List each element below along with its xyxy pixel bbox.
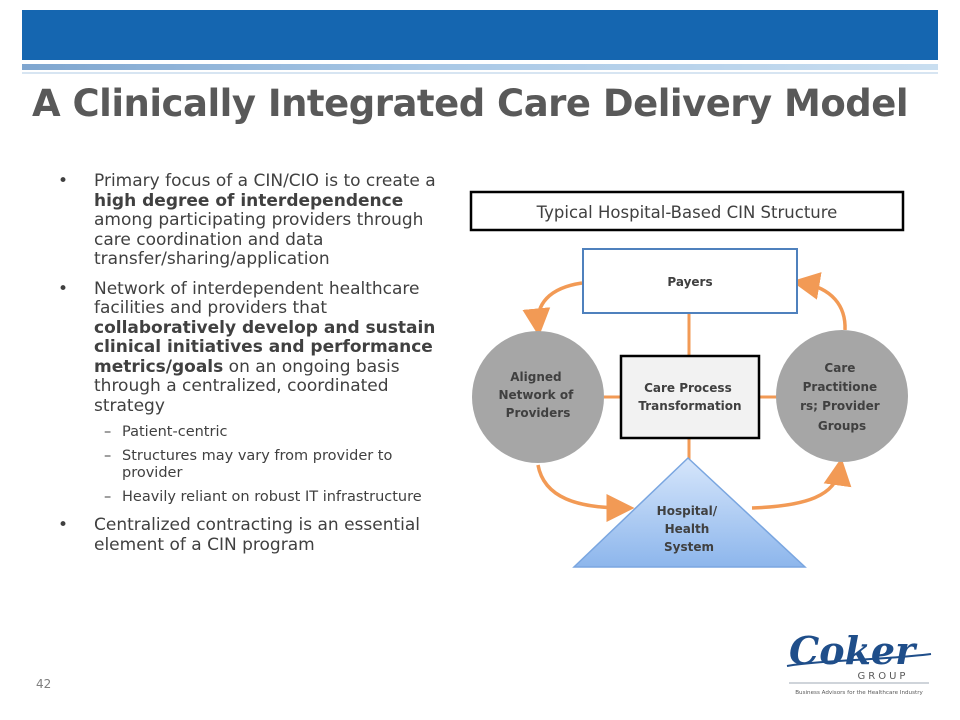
sub-bullet-item: – Heavily reliant on robust IT infrastru… [58,489,450,506]
bullet-dot: • [58,171,69,191]
aligned-network-circle [472,331,604,463]
bullet-text: Centralized contracting is an essential … [94,515,421,555]
sub-bullet-text: Heavily reliant on robust IT infrastruct… [122,489,422,505]
sub-bullet-item: – Structures may vary from provider to p… [58,448,450,482]
sub-bullet-dash: – [104,448,112,464]
arrow-right-to-payers [791,272,847,331]
bullet-list: • Primary focus of a CIN/CIO is to creat… [58,171,450,565]
care-process-box [619,354,761,440]
payers-label: Payers [667,275,712,289]
bullet-bold: collaboratively develop and sustain clin… [94,317,436,377]
logo-tagline: Business Advisors for the Healthcare Ind… [795,690,923,696]
care-process-label: Care Process Transformation [638,381,741,413]
sub-bullet-dash: – [104,424,112,440]
hospital-label: Hospital/ Health System [657,504,722,554]
diagram-header-box [469,190,905,232]
bullet-text: Network of interdependent healthcare fac… [94,278,420,318]
arrow-left-to-triangle [536,464,635,522]
care-practitioners-label: Care Practitione rs; Provider Groups [800,361,884,433]
page-number: 42 [36,677,52,691]
hospital-triangle [572,456,807,568]
coker-logo: Coker GROUP Business Advisors for the He… [786,628,932,696]
bullet-text: among participating providers through ca… [94,210,424,269]
header-stripe [22,64,938,70]
care-practitioners-circle [776,330,908,462]
header-stripe-thin [22,72,938,74]
bullet-item: • Centralized contracting is an essentia… [58,515,450,555]
slide-title: A Clinically Integrated Care Delivery Mo… [32,82,909,125]
logo-swoosh [786,653,932,667]
sub-bullet-text: Patient-centric [122,424,228,440]
bullet-text: on an ongoing basis through a centralize… [94,356,400,416]
bullet-bold: high degree of interdependence [94,190,404,211]
arrow-triangle-to-right [751,457,852,510]
logo-group: GROUP [858,671,909,682]
bullet-item: • Network of interdependent healthcare f… [58,278,450,417]
logo-wordmark: Coker [789,628,918,673]
arrow-payers-to-left [522,281,583,337]
payers-box [582,248,798,314]
bullet-item: • Primary focus of a CIN/CIO is to creat… [58,171,450,270]
sub-bullet-dash: – [104,489,112,505]
bullet-text: Primary focus of a CIN/CIO is to create … [94,171,436,191]
bullet-dot: • [58,278,69,299]
bullet-dot: • [58,515,69,535]
aligned-network-label: Aligned Network of Providers [499,370,578,420]
sub-bullet-item: – Patient-centric [58,424,450,441]
sub-bullet-text: Structures may vary from provider to pro… [122,448,393,481]
diagram-header-label: Typical Hospital-Based CIN Structure [536,203,838,222]
header-bar [22,10,938,60]
